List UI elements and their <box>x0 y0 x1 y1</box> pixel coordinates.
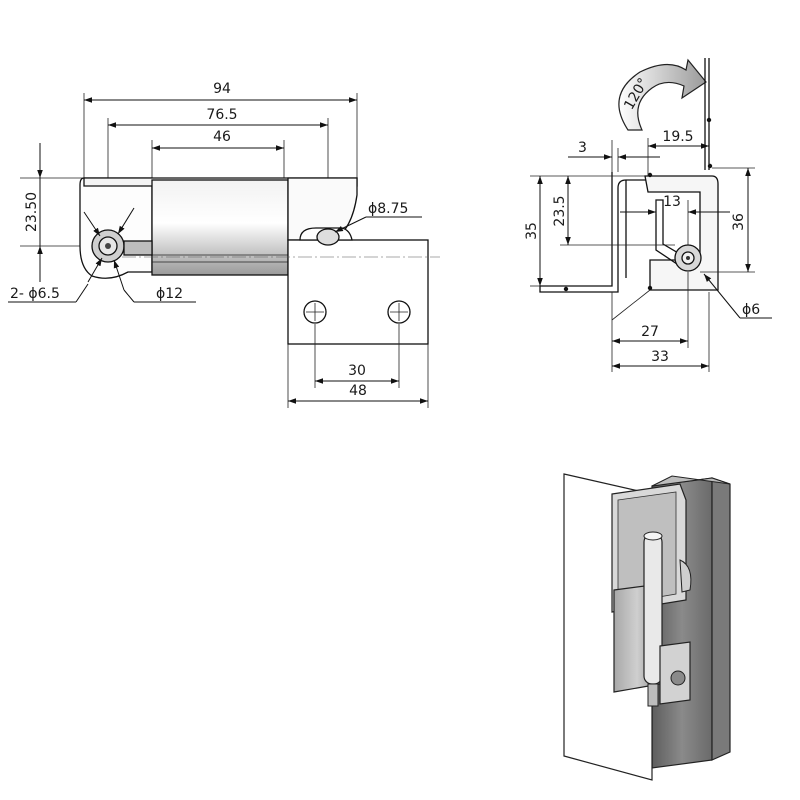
iso-view <box>563 473 731 781</box>
dim-35-label: 35 <box>524 222 540 240</box>
dim-23-50-label: 23.50 <box>24 192 40 232</box>
dim-46-label: 46 <box>213 129 231 145</box>
dim-30-label: 30 <box>348 363 366 379</box>
hinge-barrel <box>151 179 289 276</box>
mounting-flap <box>287 239 429 345</box>
dim-phi-6-label: ϕ6 <box>742 302 760 318</box>
dim-phi-12-label: ϕ12 <box>156 286 183 302</box>
dim-36-label: 36 <box>731 213 747 231</box>
hole-phi-8-75 <box>316 228 340 246</box>
dim-48-label: 48 <box>349 383 367 399</box>
rotation-arrow-icon <box>618 58 707 131</box>
dim-19-5-label: 19.5 <box>662 129 693 145</box>
dim-phi-8-75-label: ϕ8.75 <box>368 201 408 217</box>
front-view: 94 76.5 46 23.50 <box>8 81 440 408</box>
dim-33-label: 33 <box>651 349 669 365</box>
dim-13-label: 13 <box>663 194 681 210</box>
dim-23-5-label: 23.5 <box>552 195 568 226</box>
dim-76-5-label: 76.5 <box>206 107 237 123</box>
dim-27-label: 27 <box>641 324 659 340</box>
side-view: 120° 3 19.5 35 23.5 <box>524 58 772 372</box>
iso-pin-barrel <box>643 533 663 685</box>
dim-94-label: 94 <box>213 81 231 97</box>
dim-3-label: 3 <box>578 140 587 156</box>
dim-2x-phi-6-5-label: 2- ϕ6.5 <box>10 286 60 302</box>
left-leaf <box>79 177 153 279</box>
